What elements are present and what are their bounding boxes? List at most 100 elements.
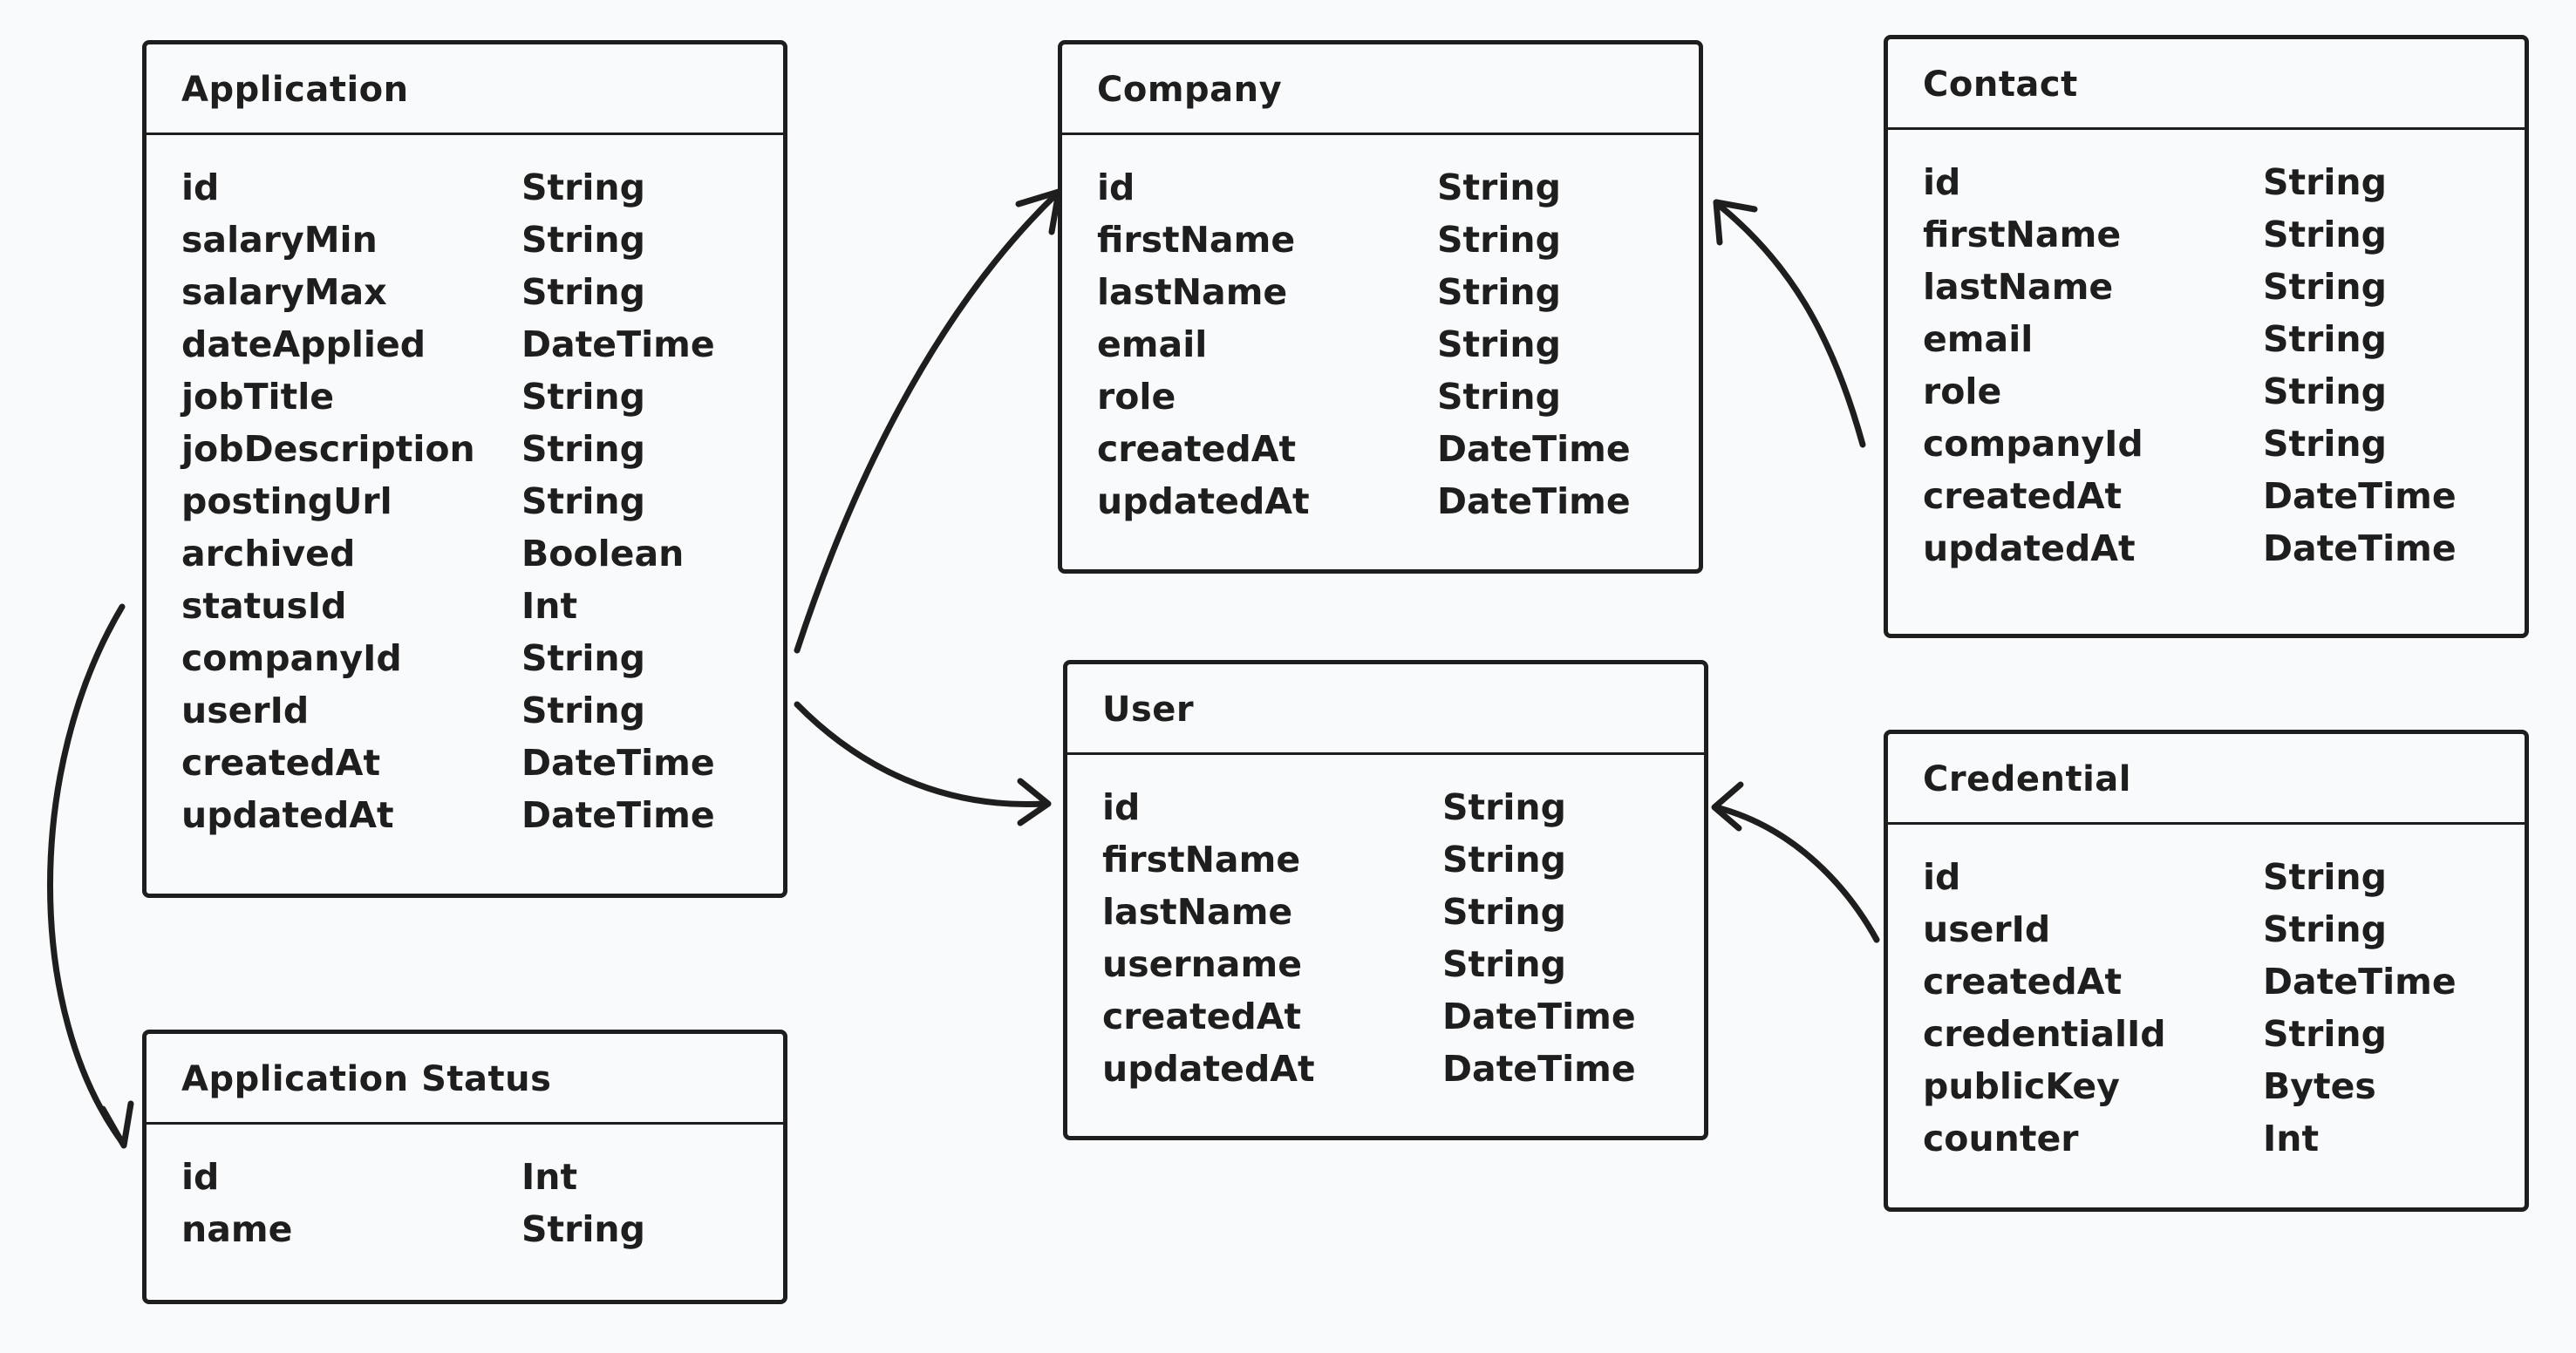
field-type: Int xyxy=(521,1156,578,1198)
field-row: name String xyxy=(181,1203,783,1255)
field-name: role xyxy=(1923,371,2002,412)
field-type: String xyxy=(2263,856,2387,898)
field-type: Int xyxy=(2263,1118,2320,1159)
field-name: id xyxy=(181,1156,220,1198)
field-row: salaryMin String xyxy=(181,214,783,266)
field-type: DateTime xyxy=(521,323,715,365)
arrow-contact-to-company xyxy=(1716,202,1866,448)
field-name: counter xyxy=(1923,1118,2079,1159)
field-type: String xyxy=(1442,786,1566,828)
field-name: name xyxy=(181,1208,293,1250)
field-name: salaryMin xyxy=(181,219,378,261)
field-name: salaryMax xyxy=(181,271,387,313)
field-name: statusId xyxy=(181,585,347,627)
field-type: String xyxy=(2263,266,2387,308)
field-name: createdAt xyxy=(1097,428,1297,470)
field-name: lastName xyxy=(1097,271,1288,313)
field-type: String xyxy=(1442,943,1566,985)
field-row: id Int xyxy=(181,1151,783,1203)
field-name: updatedAt xyxy=(1097,480,1310,522)
field-type: String xyxy=(521,1208,645,1250)
field-name: postingUrl xyxy=(181,480,392,522)
arrow-credential-to-user xyxy=(1713,804,1880,943)
field-type: String xyxy=(2263,214,2387,255)
field-name: credentialId xyxy=(1923,1013,2166,1055)
field-type: DateTime xyxy=(1437,428,1631,470)
field-name: companyId xyxy=(181,637,402,679)
field-type: String xyxy=(1437,167,1561,208)
field-type: String xyxy=(521,219,645,261)
field-name: createdAt xyxy=(1102,996,1302,1037)
entity-title: Contact xyxy=(1888,39,2525,130)
field-name: id xyxy=(181,167,220,208)
field-name: createdAt xyxy=(181,742,381,784)
field-name: publicKey xyxy=(1923,1065,2120,1107)
field-row: lastName String xyxy=(1923,261,2525,313)
field-type: String xyxy=(2263,423,2387,465)
arrowhead-company-left xyxy=(1015,188,1062,235)
field-type: Boolean xyxy=(521,533,685,575)
field-row: username String xyxy=(1102,938,1704,990)
field-row: dateApplied DateTime xyxy=(181,318,783,371)
field-name: id xyxy=(1923,161,1961,203)
entity-title: Credential xyxy=(1888,734,2525,825)
field-name: lastName xyxy=(1923,266,2114,308)
arrow-application-to-user xyxy=(794,701,1048,808)
field-type: DateTime xyxy=(521,742,715,784)
field-row: lastName String xyxy=(1097,266,1699,318)
field-name: email xyxy=(1923,318,2034,360)
arrow-application-to-company xyxy=(794,192,1059,654)
field-type: String xyxy=(521,690,645,731)
entity-title: Company xyxy=(1062,44,1699,135)
field-type: Bytes xyxy=(2263,1065,2376,1107)
entity-title: User xyxy=(1067,664,1704,755)
field-type: String xyxy=(521,376,645,418)
field-name: dateApplied xyxy=(181,323,426,365)
field-type: String xyxy=(521,428,645,470)
field-name: id xyxy=(1102,786,1141,828)
field-type: String xyxy=(1437,271,1561,313)
field-name: firstName xyxy=(1923,214,2122,255)
field-type: DateTime xyxy=(1437,480,1631,522)
field-type: DateTime xyxy=(2263,527,2457,569)
field-row: createdAt DateTime xyxy=(1097,423,1699,475)
field-name: firstName xyxy=(1102,839,1301,880)
arrowhead-company-right xyxy=(1713,199,1758,246)
field-type: String xyxy=(2263,908,2387,950)
field-name: username xyxy=(1102,943,1303,985)
field-row: counter Int xyxy=(1923,1112,2525,1165)
field-name: updatedAt xyxy=(1102,1048,1315,1090)
